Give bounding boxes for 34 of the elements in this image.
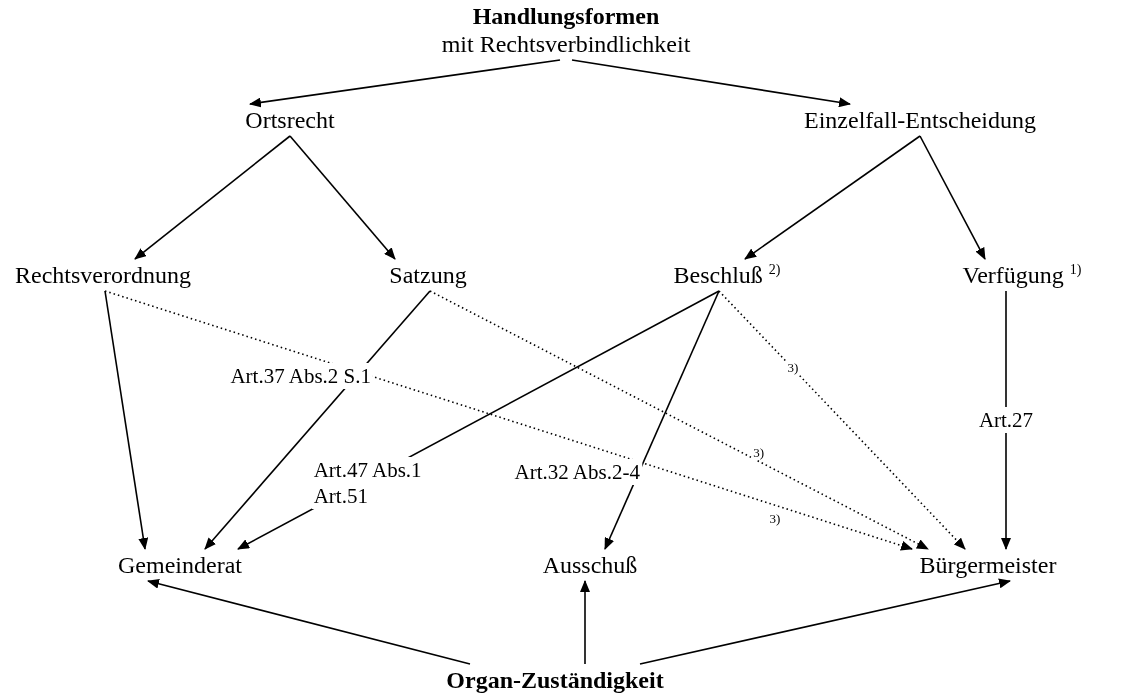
node-label: Ausschuß — [542, 551, 638, 579]
arrow — [571, 59, 851, 108]
edge-label: Art.27 — [976, 407, 1036, 433]
node-label: Organ-Zuständigkeit — [446, 666, 664, 694]
dotted-arrow — [429, 290, 929, 550]
edge-label: 3) — [767, 512, 783, 527]
arrow — [204, 290, 431, 550]
edge-label: Art.32 Abs.2-4 — [512, 458, 642, 485]
arrow — [249, 59, 561, 108]
arrow — [104, 290, 149, 550]
arrow — [639, 578, 1011, 665]
node-label: Satzung — [389, 261, 467, 289]
node-heading: Handlungsformen — [472, 2, 660, 30]
arrow — [580, 580, 590, 665]
arrow — [147, 578, 471, 665]
node-label: Beschluß $^{2)}$ — [673, 261, 781, 289]
arrow — [919, 135, 986, 260]
node-label: Einzelfall-Entscheidung — [804, 106, 1036, 134]
arrow — [744, 135, 921, 260]
node-label: mit Rechtsverbindlichkeit — [441, 30, 691, 58]
dotted-arrow — [104, 290, 913, 551]
node-label: Bürgermeister — [919, 551, 1057, 579]
node-label: Rechtsverordnung — [15, 261, 191, 289]
edge-label: Art.37 Abs.2 S.1 — [228, 363, 374, 390]
edge-label: 3) — [785, 361, 801, 376]
node-label: Ortsrecht — [245, 106, 335, 134]
edge-label: 3) — [751, 446, 767, 461]
arrow — [1001, 290, 1011, 550]
arrow — [604, 290, 720, 550]
arrow — [134, 135, 291, 260]
node-label: Gemeinderat — [118, 551, 242, 579]
arrow — [289, 135, 396, 260]
node-label: Verfügung $^{1)}$ — [962, 261, 1082, 289]
dotted-arrow — [718, 290, 966, 550]
